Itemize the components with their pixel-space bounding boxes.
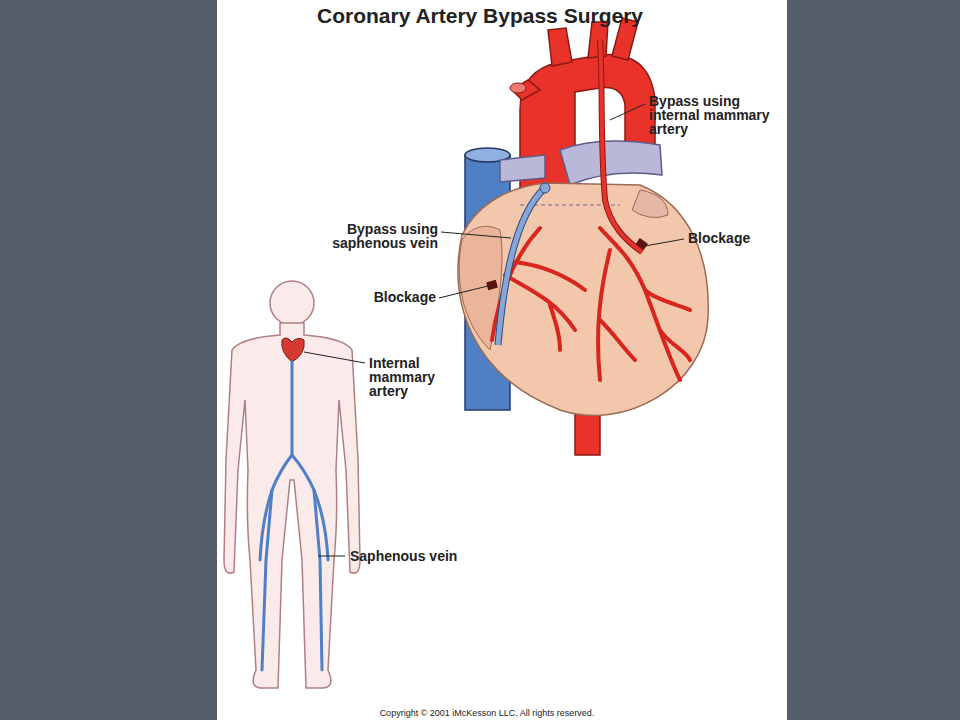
callout-label-holder: Saphenous vein [350,549,490,563]
callout-label: Blockage [688,231,778,245]
callout-label: Blockage [346,290,436,304]
title-holder: Coronary Artery Bypass Surgery [217,4,743,28]
callout-label-holder: Internal mammary artery [369,356,443,398]
callout-label: Bypass using internal mammary artery [649,94,785,136]
callout-label: Bypass using saphenous vein [326,222,438,250]
callout-label: Internal mammary artery [369,356,443,398]
callout-label-holder: Bypass using saphenous vein [326,222,438,250]
callout-label: Saphenous vein [350,549,490,563]
copyright-note-holder: Copyright © 2001 iMcKesson LLC. All righ… [317,708,657,718]
callout-label-holder: Bypass using internal mammary artery [649,94,785,136]
callout-label-holder: Blockage [688,231,778,245]
copyright-note: Copyright © 2001 iMcKesson LLC. All righ… [317,708,657,718]
callout-label-holder: Blockage [346,290,436,304]
diagram-title: Coronary Artery Bypass Surgery [217,4,743,28]
